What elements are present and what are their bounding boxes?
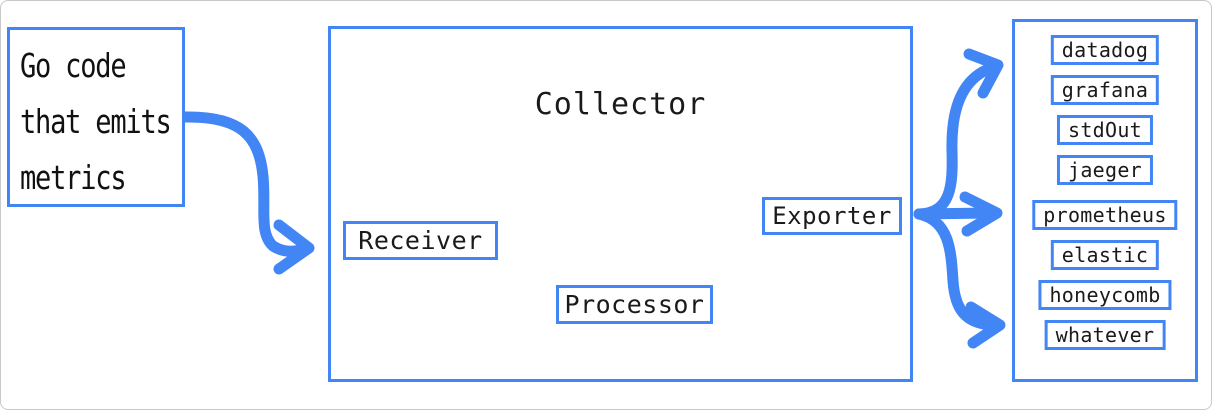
backend-item: honeycomb [1038,280,1172,310]
arrow-exporter-to-backends-bottom [913,208,1006,349]
source-line-1: Go code [20,46,127,85]
source-code-box: Go code that emits metrics [7,27,185,207]
collector-title: Collector [534,87,707,122]
arrow-exporter-to-backends-top [913,48,1004,220]
exporter-box: Exporter [762,197,902,235]
arrow-exporter-to-backends-middle [913,191,1003,237]
backend-item: jaeger [1056,155,1154,185]
backend-item: stdOut [1056,115,1154,145]
source-line-2: that emits [20,102,172,141]
processor-box: Processor [556,285,713,324]
backend-item: elastic [1050,240,1160,270]
source-line-3: metrics [20,158,127,197]
arrow-source-to-receiver [179,111,315,275]
receiver-box: Receiver [343,221,498,260]
backend-item: whatever [1044,320,1166,350]
backends-container: datadog grafana stdOut jaeger prometheus… [1012,19,1198,382]
backend-item: grafana [1050,75,1160,105]
backend-item: datadog [1050,35,1160,65]
backend-item: prometheus [1032,200,1178,230]
